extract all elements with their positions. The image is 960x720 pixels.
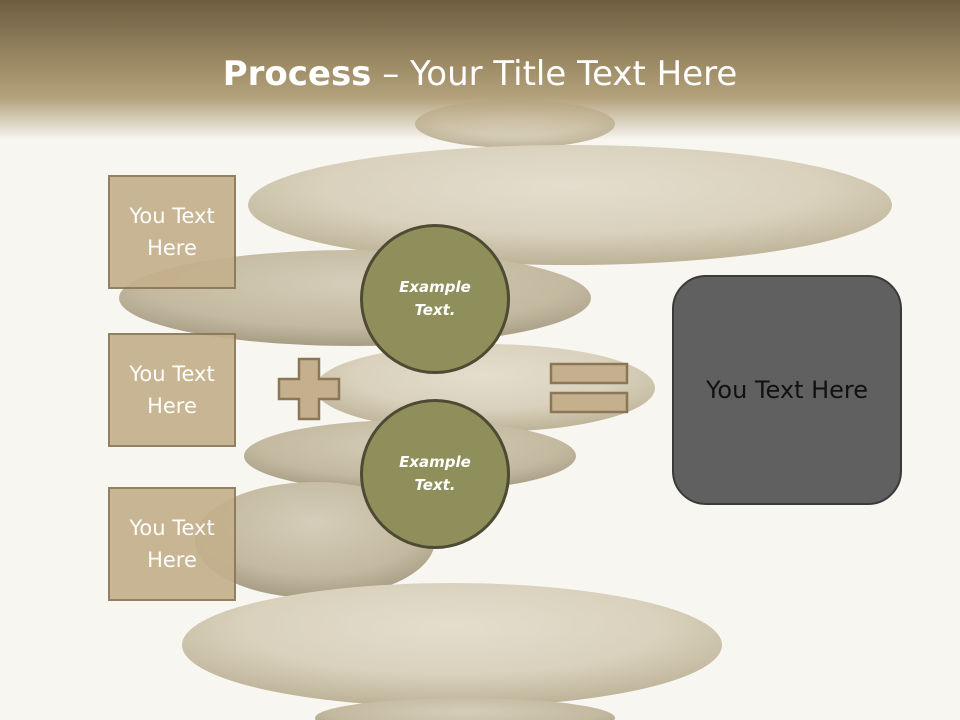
stone-bottom: [315, 698, 615, 720]
result-box[interactable]: You Text Here: [672, 275, 902, 505]
stone-7: [182, 583, 722, 707]
example-circle-2[interactable]: Example Text.: [360, 399, 510, 549]
left-text-box-1[interactable]: You Text Here: [108, 175, 236, 289]
left-text-box-label: You Text Here: [129, 516, 215, 572]
plus-icon: [277, 357, 341, 421]
title-bold: Process: [222, 54, 372, 94]
equals-icon: [549, 362, 629, 414]
header-bar: [0, 0, 960, 140]
left-text-box-label: You Text Here: [129, 362, 215, 418]
example-circle-1[interactable]: Example Text.: [360, 224, 510, 374]
left-text-box-label: You Text Here: [129, 204, 215, 260]
example-circle-label: Example Text.: [399, 453, 471, 494]
left-text-box-2[interactable]: You Text Here: [108, 333, 236, 447]
stone-2: [248, 145, 892, 265]
slide-title: Process – Your Title Text Here: [0, 52, 960, 96]
result-box-label: You Text Here: [705, 376, 869, 404]
title-rest: – Your Title Text Here: [371, 54, 738, 94]
left-text-box-3[interactable]: You Text Here: [108, 487, 236, 601]
example-circle-label: Example Text.: [399, 278, 471, 319]
